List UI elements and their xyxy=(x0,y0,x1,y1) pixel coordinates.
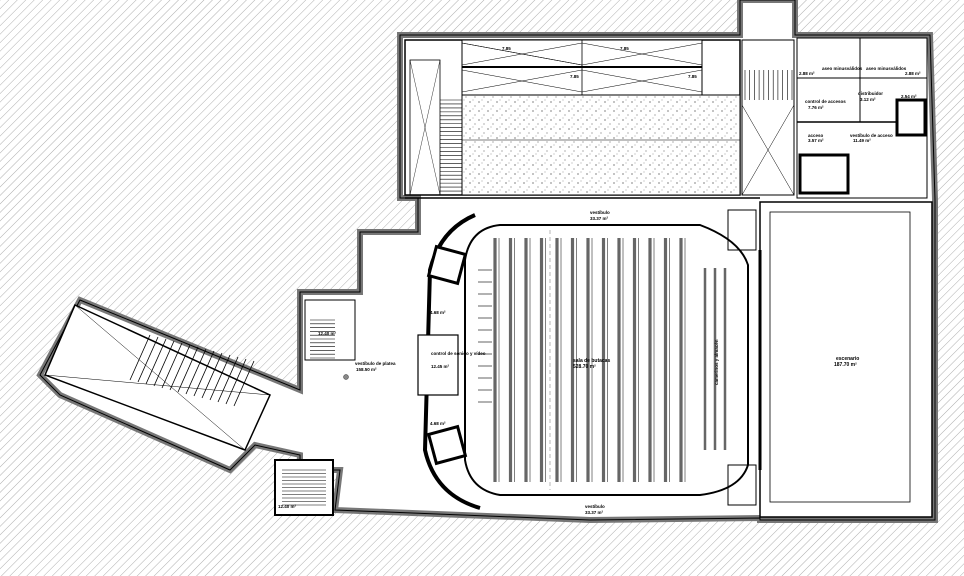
auditorium-label: sala de butacas xyxy=(573,358,610,364)
stair-step xyxy=(137,336,159,383)
stair-left-area: 12.40 m² xyxy=(318,331,337,336)
stair-bottom-area: 12.40 m² xyxy=(278,504,297,509)
booth-upper-area: 4.68 m² xyxy=(430,310,446,315)
stair-step xyxy=(201,352,223,399)
lobby-label: vestíbulo de platea xyxy=(355,361,396,366)
top-foyer-label: vestíbulo xyxy=(590,210,610,215)
services-block: 2.88 m² aseo minusválidos aseo minusváli… xyxy=(796,37,928,199)
storage-label: 7.85 xyxy=(620,46,629,51)
room-label: 2.88 m² xyxy=(905,71,921,76)
storage-block: 7.85 7.85 7.85 7.85 xyxy=(404,39,741,196)
stair-step xyxy=(161,342,183,389)
side-label: camerinos y almacén xyxy=(714,339,719,385)
left-annex xyxy=(44,303,271,451)
rear-foyer-area: 33.37 m² xyxy=(585,510,604,515)
stage-label: escenario xyxy=(836,356,859,362)
stair-step xyxy=(225,358,247,405)
room-label: aseo minusválidos xyxy=(866,66,907,71)
stair-step xyxy=(233,360,255,407)
storage-label: 7.85 xyxy=(570,74,579,79)
stair-step xyxy=(185,348,207,395)
stair-step xyxy=(145,338,167,385)
control-area: 12.45 m² xyxy=(431,364,450,369)
room-label: vestíbulo de acceso xyxy=(850,133,893,138)
lobby: vestíbulo de platea 158.50 m² 12.40 m² xyxy=(304,299,396,380)
room-label: 7.76 m² xyxy=(808,105,824,110)
stair-step xyxy=(193,350,215,397)
stair-step xyxy=(129,334,151,381)
stair-step xyxy=(153,340,175,387)
stage-area: 187.70 m² xyxy=(834,362,857,368)
rear-foyer-label: vestíbulo xyxy=(585,504,605,509)
stair-step xyxy=(209,354,231,401)
room-label: 2.88 m² xyxy=(799,71,815,76)
room-label: acceso xyxy=(808,133,824,138)
storage-label: 7.85 xyxy=(688,74,697,79)
top-foyer-area: 33.37 m² xyxy=(590,216,609,221)
room-label: 11.49 m² xyxy=(853,138,871,143)
stair-tower xyxy=(741,39,795,196)
storage-label: 7.85 xyxy=(502,46,511,51)
room-label: 2.54 m² xyxy=(901,94,917,99)
stair-step xyxy=(177,346,199,393)
lobby-area: 158.50 m² xyxy=(356,367,377,372)
auditorium-area: 528.70 m² xyxy=(573,364,596,370)
bottom-stair: 12.40 m² xyxy=(274,459,334,516)
control-label: control de sonido y vídeo xyxy=(431,351,486,356)
room-label: distribuidor xyxy=(858,91,883,96)
room-label: 3.12 m² xyxy=(860,97,876,102)
booth-lower-area: 4.68 m² xyxy=(430,421,446,426)
stair-step xyxy=(169,344,191,391)
stair-step xyxy=(217,356,239,403)
room-label: 3.57 m² xyxy=(808,138,824,143)
stage: escenario 187.70 m² xyxy=(727,201,933,518)
room-label: control de accesos xyxy=(805,99,846,104)
room-label: aseo minusválidos xyxy=(822,66,863,71)
lobby-walls xyxy=(405,197,760,232)
auditorium: sala de butacas 528.70 m² control de son… xyxy=(417,210,749,515)
